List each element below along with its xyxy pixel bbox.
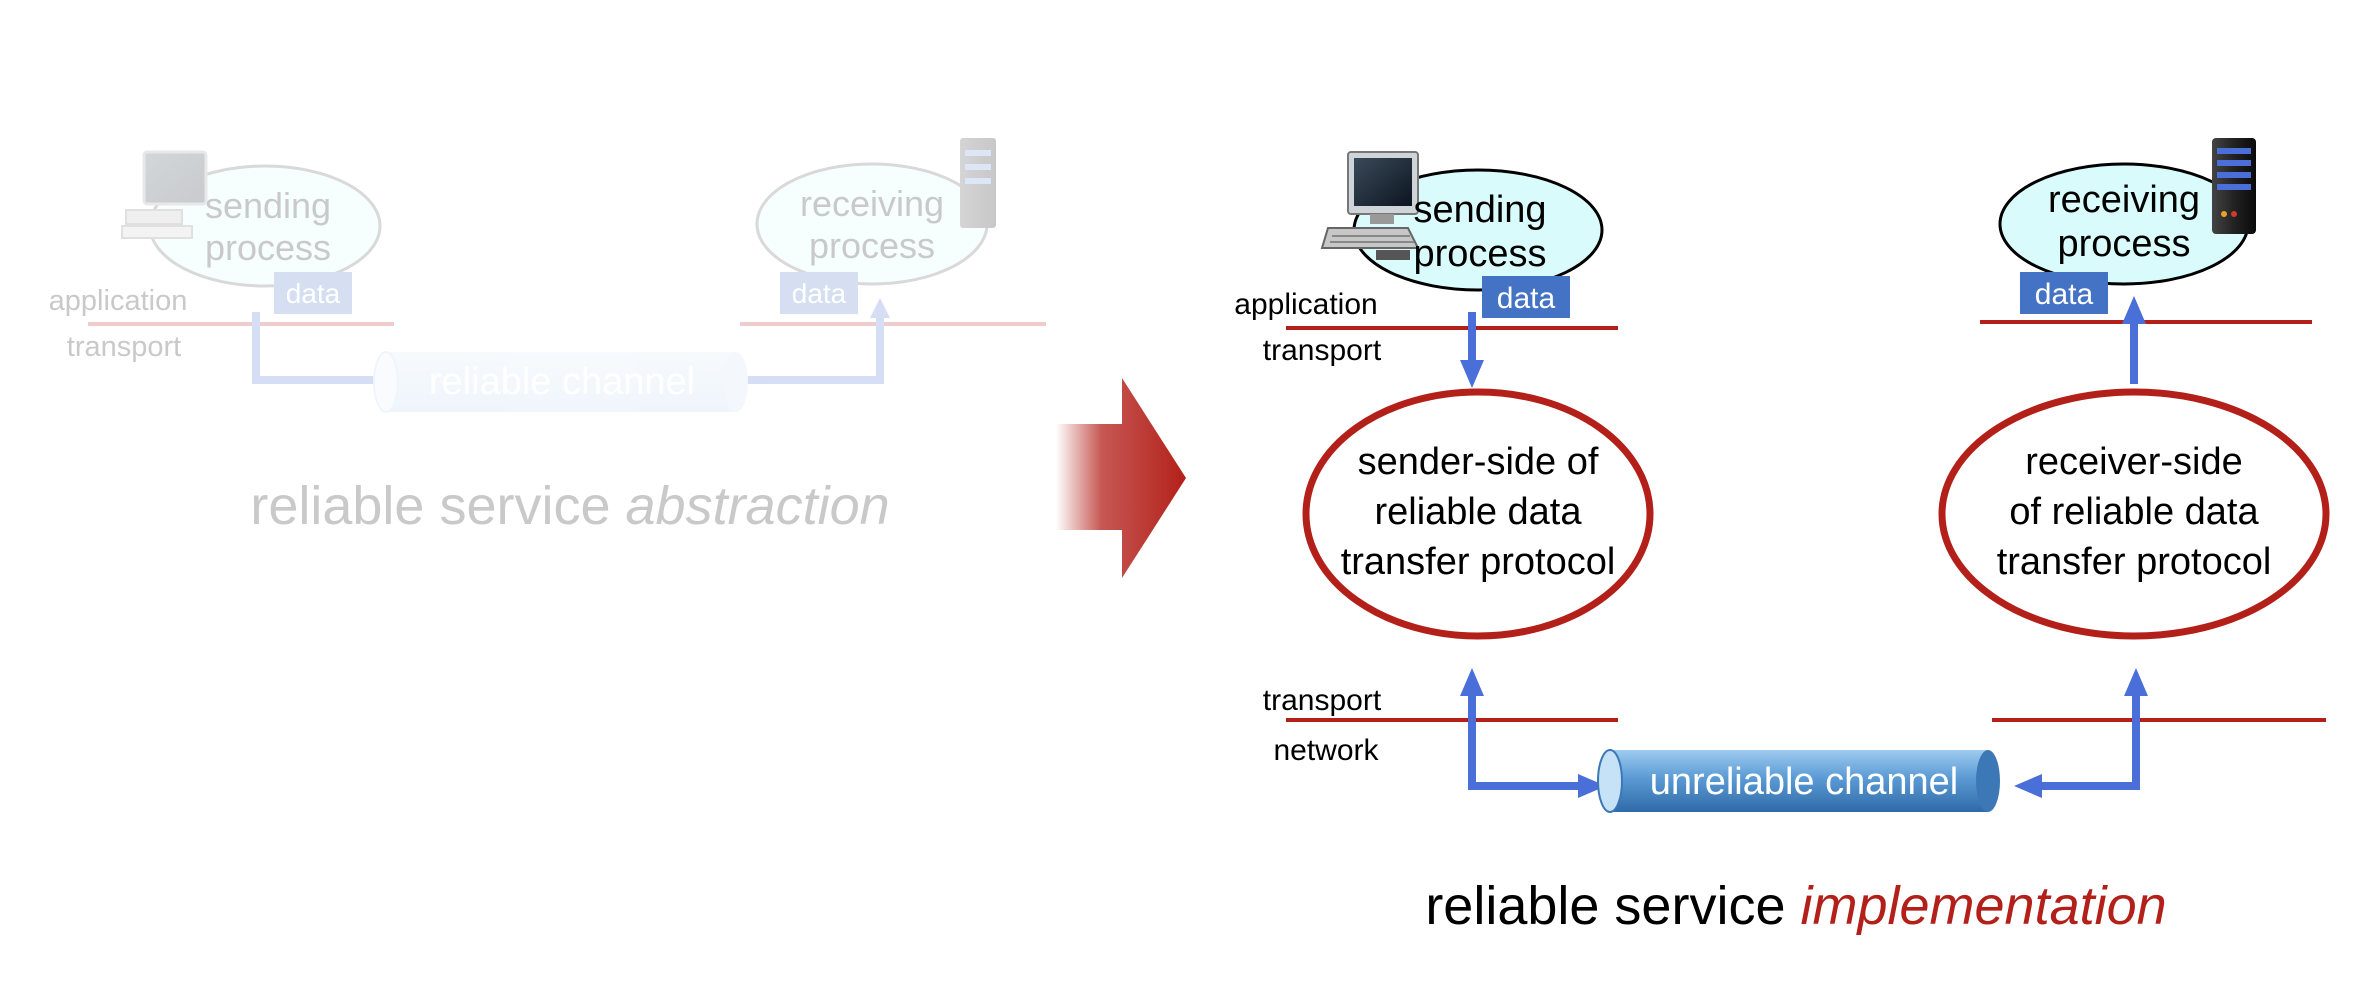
impl-sender-arrowhead-up: [1460, 668, 1484, 696]
impl-receiver-protocol-line3: transfer protocol: [1997, 541, 2272, 583]
impl-sender-to-channel-arrow: [1468, 690, 1578, 790]
impl-sender-protocol-line3: transfer protocol: [1341, 541, 1616, 583]
implementation-panel: sending process receiving process data d…: [1234, 138, 2330, 936]
impl-receiver-protocol-ellipse: [1938, 388, 2330, 640]
abs-server-tower-icon: [960, 138, 996, 228]
impl-layer-transport-bottom: transport: [1263, 684, 1382, 717]
impl-receiver-arrowhead-up: [2124, 668, 2148, 696]
abs-title-plain: reliable service: [250, 476, 625, 536]
abs-reliable-channel: [373, 351, 748, 413]
impl-sender-data-box: [1482, 276, 1570, 318]
abs-sender-data-box: [274, 272, 352, 314]
abs-sender-data-label: data: [286, 278, 341, 309]
impl-receiver-arrowhead-left: [2014, 774, 2042, 798]
impl-sender-protocol-line2: reliable data: [1374, 491, 1582, 533]
impl-title-emph: implementation: [1800, 876, 2166, 936]
abs-title: reliable service abstraction: [250, 476, 889, 536]
impl-unreliable-channel: [1597, 749, 2000, 813]
abs-layer-transport: transport: [67, 331, 181, 363]
abs-receiver-process-bubble: [755, 162, 989, 286]
big-red-right-arrow: [1056, 378, 1186, 578]
impl-receiver-protocol-line1: receiver-side: [2025, 441, 2243, 483]
abs-desktop-computer-icon: [121, 150, 208, 239]
abs-receiver-data-box: [780, 272, 858, 314]
abs-sender-process-line2: process: [205, 227, 331, 268]
abstraction-panel: sending process receiving process data d…: [49, 138, 1046, 536]
impl-receiver-process-line1: receiving: [2048, 179, 2200, 221]
impl-sender-protocol-ellipse: [1302, 388, 1654, 640]
abs-receiver-process-line1: receiving: [800, 183, 944, 224]
impl-layer-transport-top: transport: [1263, 334, 1382, 367]
impl-receiver-protocol-line2: of reliable data: [2009, 491, 2259, 533]
impl-sender-process-line2: process: [1413, 233, 1546, 275]
impl-sender-data-label: data: [1497, 282, 1556, 315]
impl-layer-application: application: [1234, 288, 1377, 321]
impl-layer-network: network: [1273, 734, 1379, 767]
impl-sender-arrowhead-right: [1578, 774, 1606, 798]
impl-channel-label: unreliable channel: [1650, 761, 1958, 803]
impl-desktop-computer-icon: [1320, 151, 1420, 260]
impl-app-to-sender-arrowhead: [1460, 360, 1484, 388]
abs-recv-arrowhead: [870, 298, 890, 318]
impl-receiver-process-line2: process: [2057, 223, 2190, 265]
impl-receiver-data-label: data: [2035, 278, 2094, 311]
abs-recv-arrow: [744, 316, 884, 384]
impl-channel-to-receiver-arrow: [2042, 690, 2140, 790]
abs-send-arrow: [252, 312, 380, 384]
impl-server-tower-icon: [2212, 138, 2256, 234]
impl-sender-process-line1: sending: [1413, 189, 1546, 231]
impl-receiver-data-box: [2020, 272, 2108, 314]
abs-channel-label: reliable channel: [429, 361, 695, 403]
impl-sender-protocol-line1: sender-side of: [1358, 441, 1599, 483]
abs-layer-application: application: [49, 285, 188, 317]
abs-receiver-process-line2: process: [809, 225, 935, 266]
abs-title-emph: abstraction: [626, 476, 890, 536]
abs-sender-process-bubble: [148, 164, 382, 288]
abs-sender-process-line1: sending: [205, 185, 331, 226]
abs-receiver-data-label: data: [792, 278, 847, 309]
impl-receiver-to-app-arrowhead: [2122, 296, 2146, 324]
impl-title-plain: reliable service: [1425, 876, 1800, 936]
impl-title: reliable service implementation: [1425, 876, 2166, 936]
